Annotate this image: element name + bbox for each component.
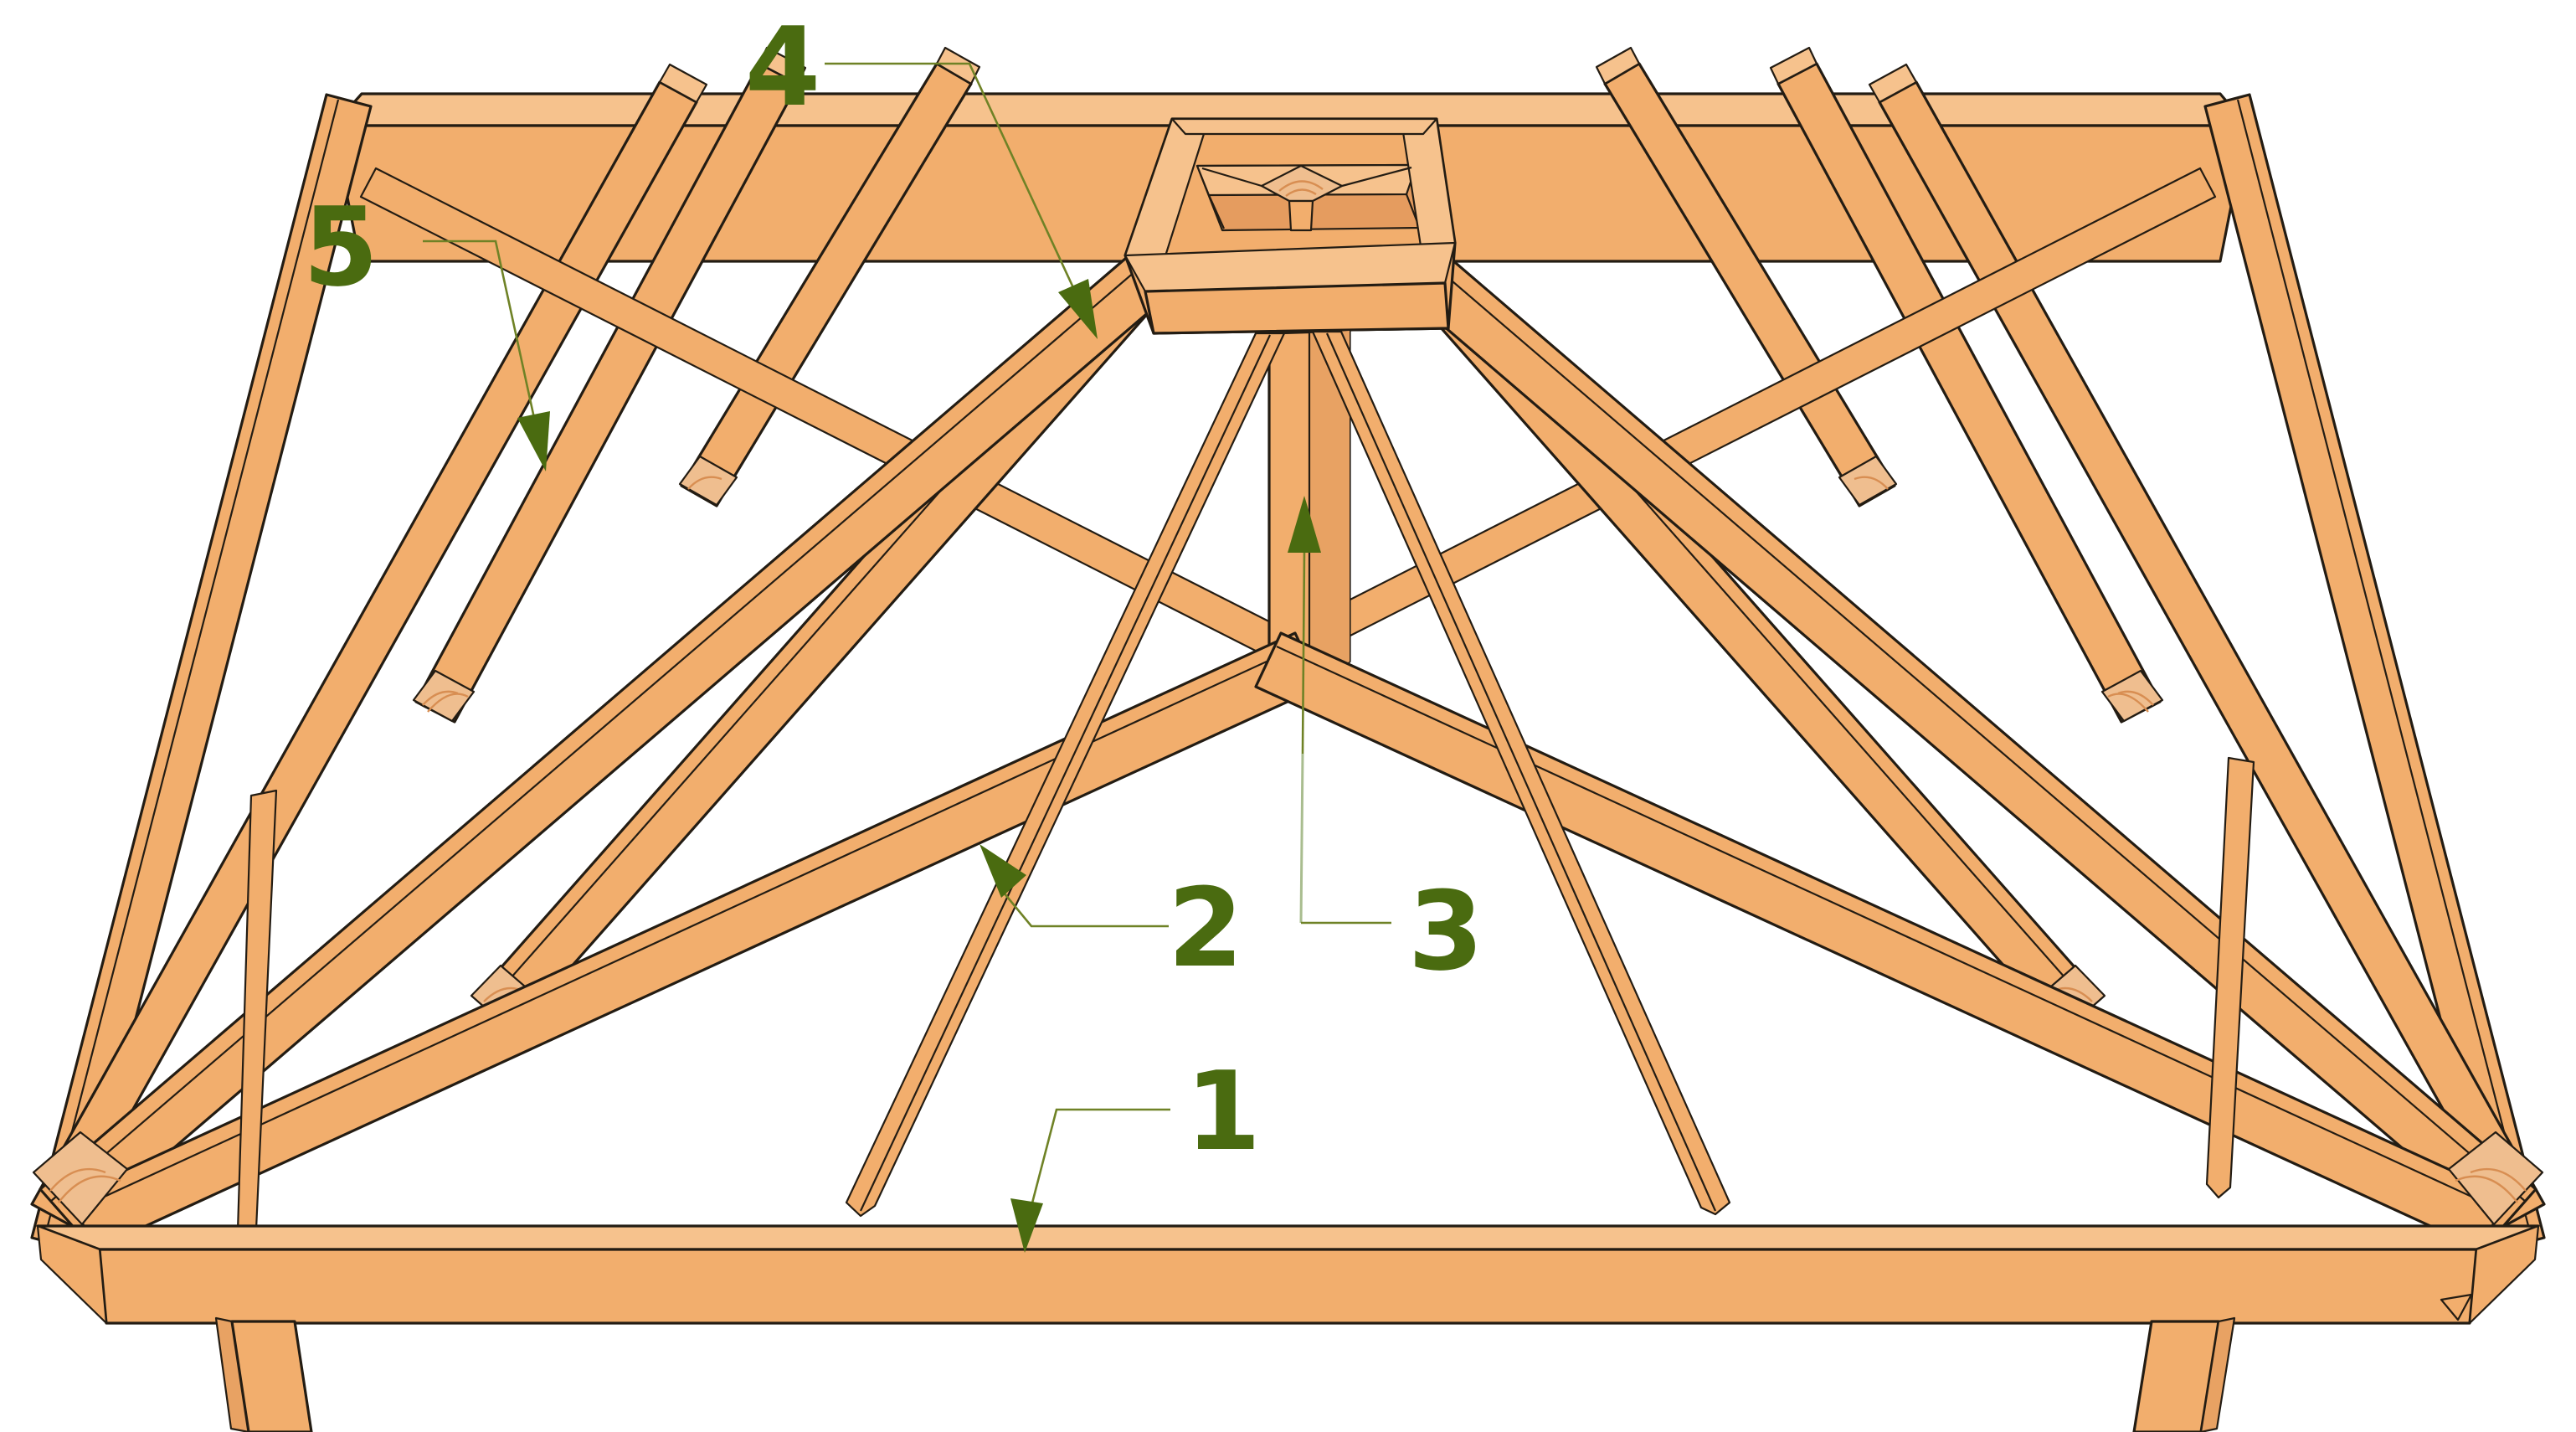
label-1-arrow: [1010, 1198, 1043, 1253]
right-common-rafter-2-grain-rings: [1854, 476, 1889, 490]
callout-5: [423, 240, 550, 471]
right-hip-rafter-arris: [1428, 260, 2527, 1203]
front-jack-rafter-right-arris: [1325, 332, 1717, 1212]
right-common-rafter-1-grain-rings: [2107, 690, 2154, 713]
label-2-leader: [1002, 892, 1169, 928]
left-post-front-face: [230, 1320, 313, 1432]
label-1-number: 1: [1185, 1048, 1261, 1175]
king-post-top-grain-rings: [1278, 180, 1324, 197]
left-common-rafter-1-grain-rings: [422, 690, 469, 713]
right-common-rafter-1-end-grain: [2100, 669, 2164, 723]
right-corner-end-grain: [2447, 1131, 2544, 1226]
left-common-rafter-2-end-grain: [678, 455, 738, 507]
right-common-rafter-1-top-cut: [1769, 46, 1818, 85]
left-hip-rafter-arris: [49, 260, 1148, 1203]
left-common-rafter-1-top-cut: [758, 46, 807, 85]
front-brace-left-arris: [76, 646, 1300, 1210]
label-5-leader: [423, 240, 544, 457]
right-post-side-face: [2199, 1316, 2236, 1432]
hub-box-front-face: [1144, 281, 1450, 335]
left-corner-rafter: [30, 63, 708, 1226]
hub-box-inner-rafter-line-left: [1207, 194, 1226, 229]
left-corner-rafter-top-cut: [658, 63, 708, 104]
label-2-arrow: [979, 844, 1026, 898]
side-jack-rafter-right: [2205, 756, 2255, 1199]
king-post-neck: [1288, 199, 1314, 232]
hub-box-back-chamfer: [1170, 117, 1438, 136]
right-corner-rafter-top-cut: [1868, 63, 1918, 104]
left-common-rafter-2-top-cut: [935, 46, 981, 85]
front-brace-right-arris: [1276, 646, 2500, 1210]
right-corner-rafter: [1868, 63, 2546, 1226]
label-3-leader-upper: [1301, 550, 1306, 755]
hub-inner-radial-left: [1201, 167, 1262, 188]
left-common-rafter-1: [412, 46, 807, 724]
front-top-plate-right-end: [2468, 1224, 2540, 1325]
right-common-rafter-2-top-cut: [1595, 46, 1641, 85]
hub-box: [1123, 117, 1457, 335]
label-5-number: 5: [303, 183, 378, 311]
left-post: [214, 1316, 313, 1432]
callout-1: [1010, 1108, 1170, 1253]
front-top-plate: [36, 1224, 2540, 1325]
label-4-number: 4: [745, 3, 820, 131]
front-jack-rafter-left: [845, 332, 1286, 1218]
right-post: [2132, 1316, 2236, 1432]
label-1-leader: [1028, 1108, 1170, 1213]
left-common-rafter-2-grain-rings: [687, 476, 722, 490]
front-top-plate-front-face: [98, 1248, 2478, 1325]
right-common-rafter-2-end-grain: [1838, 455, 1898, 507]
callout-3: [1288, 496, 1391, 925]
label-5-arrow: [517, 411, 550, 471]
front-jack-rafter-left-arris: [860, 334, 1271, 1212]
left-post-side-face: [214, 1316, 250, 1432]
right-side-plate-arris: [2236, 99, 2534, 1243]
left-common-rafter-1-end-grain: [412, 669, 476, 723]
label-3-number: 3: [1408, 868, 1483, 995]
right-post-front-face: [2132, 1320, 2220, 1432]
king-post-right-face: [1309, 331, 1350, 685]
front-top-plate-left-end: [36, 1224, 108, 1325]
right-corner-rafter-tail: [2440, 1293, 2473, 1321]
label-3-arrow: [1288, 496, 1321, 553]
callout-2: [979, 844, 1169, 928]
hub-inner-radial-right: [1341, 166, 1412, 188]
front-jack-rafter-right: [1311, 330, 1731, 1216]
callout-4: [825, 62, 1098, 339]
label-4-arrow: [1058, 279, 1098, 339]
label-2-number: 2: [1168, 864, 1243, 992]
label-3-leader-lower: [1299, 753, 1304, 924]
left-side-plate-arris: [42, 99, 340, 1243]
left-corner-end-grain: [32, 1131, 129, 1226]
label-4-leader: [825, 62, 1088, 317]
front-top-plate-top-face: [36, 1224, 2540, 1251]
right-common-rafter-1: [1769, 46, 2164, 724]
